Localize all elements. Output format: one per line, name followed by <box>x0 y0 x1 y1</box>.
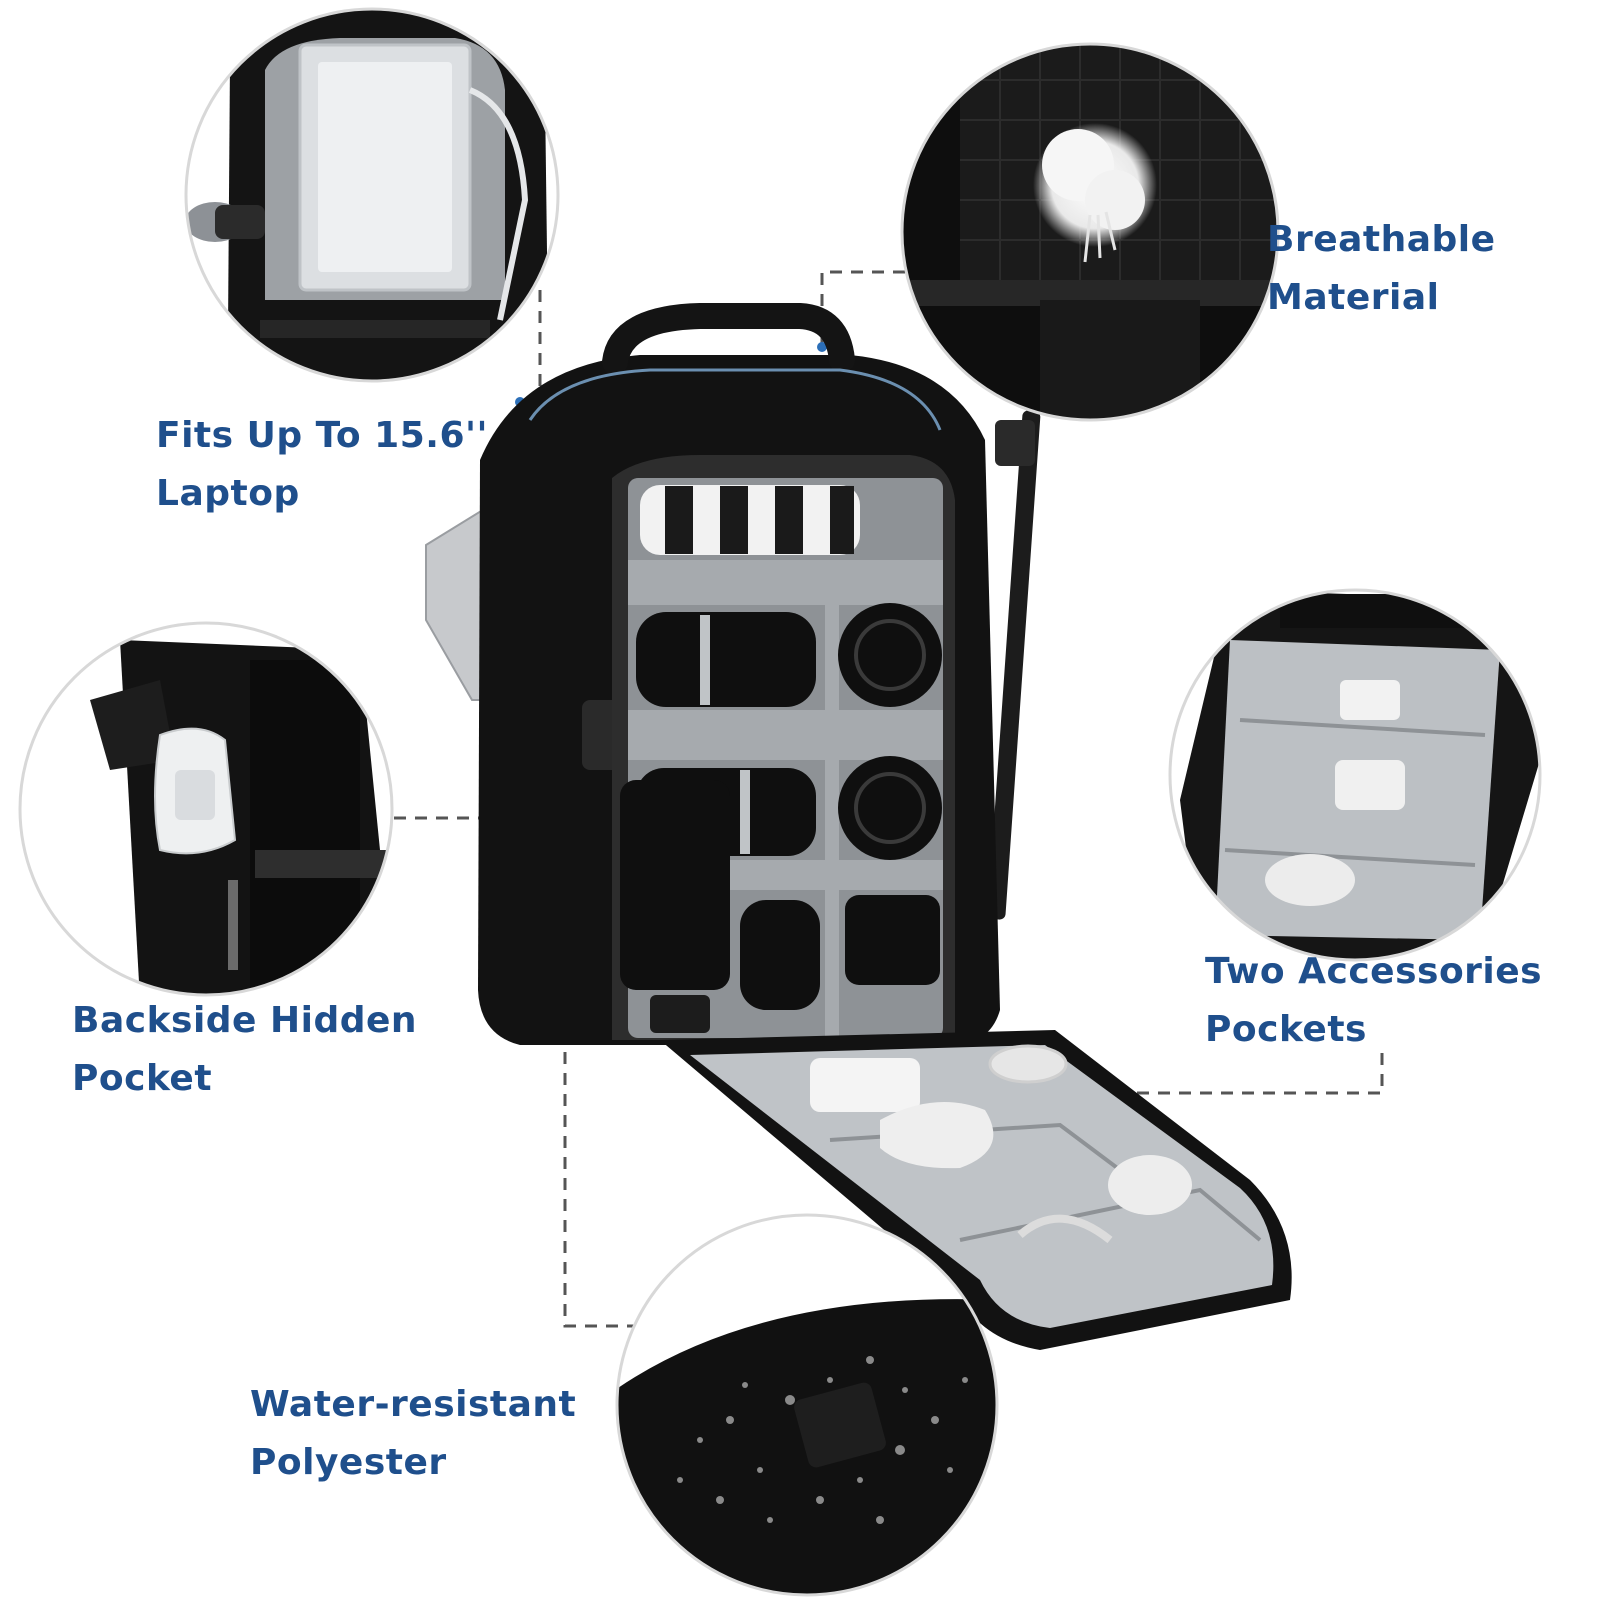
callout-accessories-line1: Two Accessories <box>1205 951 1543 992</box>
callout-backside: Backside Hidden Pocket <box>72 992 417 1108</box>
connector-laptop <box>520 290 542 402</box>
accessories-pockets-detail-circle <box>1168 588 1542 962</box>
backpack-main-image <box>425 303 1292 1350</box>
callout-accessories: Two Accessories Pockets <box>1205 943 1542 1059</box>
callout-breathable-line1: Breathable <box>1267 219 1496 260</box>
callout-water: Water-resistant Polyester <box>250 1376 576 1492</box>
laptop-detail-circle <box>184 7 560 383</box>
backside-pocket-detail-circle <box>18 621 394 997</box>
breathable-detail-circle <box>900 42 1280 422</box>
water-resistant-detail-circle <box>615 1213 999 1597</box>
callout-backside-line2: Pocket <box>72 1058 213 1099</box>
callout-water-line2: Polyester <box>250 1442 447 1483</box>
callout-accessories-line2: Pockets <box>1205 1009 1367 1050</box>
callout-laptop-line1: Fits Up To 15.6'' <box>156 415 489 456</box>
callout-laptop-line2: Laptop <box>156 473 300 514</box>
callout-laptop: Fits Up To 15.6'' Laptop <box>156 407 488 523</box>
callout-water-line1: Water-resistant <box>250 1384 577 1425</box>
callout-breathable: Breathable Material <box>1267 211 1496 327</box>
callout-backside-line1: Backside Hidden <box>72 1000 418 1041</box>
callout-breathable-line2: Material <box>1267 277 1440 318</box>
